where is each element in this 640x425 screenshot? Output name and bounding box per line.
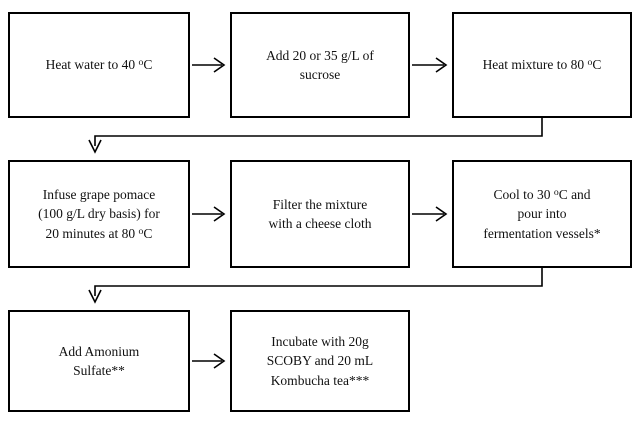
connector-arrow-n1-n2 [192,56,230,74]
connector-elbow-n3-n4 [86,116,556,158]
process-node-heat-water[interactable]: Heat water to 40 oC [8,12,190,118]
connector-arrow-n7-n8 [192,352,230,370]
connector-arrow-n5-n6 [412,205,452,223]
connector-arrow-n4-n5 [192,205,230,223]
node-label: Heat mixture to 80 oC [482,57,602,73]
process-node-heat-mixture[interactable]: Heat mixture to 80 oC [452,12,632,118]
node-label: Infuse grape pomace(100 g/L dry basis) f… [38,187,160,241]
connector-elbow-n6-n7 [86,266,556,308]
process-node-infuse-pomace[interactable]: Infuse grape pomace(100 g/L dry basis) f… [8,160,190,268]
node-label: Heat water to 40 oC [45,57,153,73]
connector-arrow-n2-n3 [412,56,452,74]
